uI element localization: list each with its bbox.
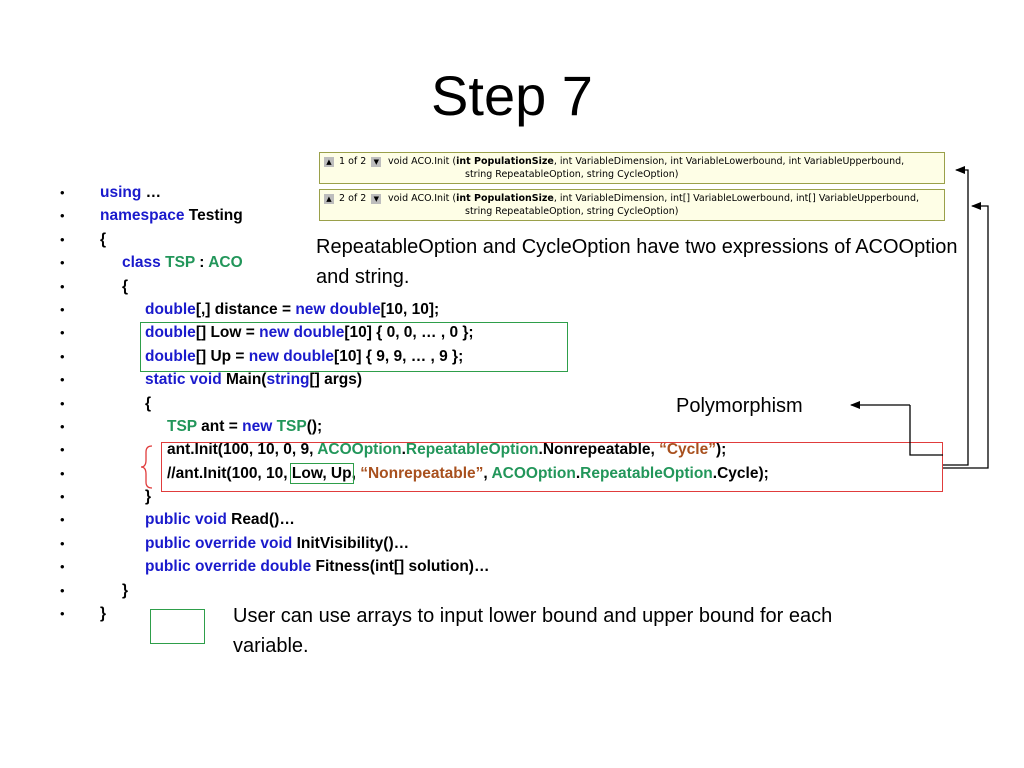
- code-line: •namespace Testing: [60, 207, 243, 225]
- init-calls-box: [161, 442, 943, 492]
- intellisense-tooltip-2: ▲ 2 of 2 ▼ void ACO.Init (int Population…: [319, 189, 945, 221]
- code-line: •{: [60, 230, 107, 248]
- code-line: •class TSP : ACO: [60, 254, 243, 272]
- code-line: •{: [60, 394, 152, 412]
- code-line: •using …: [60, 184, 162, 201]
- code-line: •public override void InitVisibility()…: [60, 534, 410, 552]
- code-listing: •using … •namespace Testing •{ •class TS…: [60, 181, 960, 625]
- array-declarations-box: [140, 322, 568, 372]
- code-line: •public override double Fitness(int[] so…: [60, 558, 490, 576]
- code-line: •double[] Up = new double[10] { 9, 9, … …: [60, 347, 464, 365]
- signature: void ACO.Init (int PopulationSize, int V…: [388, 156, 905, 167]
- slide-title: Step 7: [431, 64, 593, 127]
- code-line: •}: [60, 605, 107, 623]
- overload-counter: 1 of 2: [339, 156, 367, 167]
- legend-green-box: [150, 609, 205, 644]
- signature-continuation: string RepeatableOption, string CycleOpt…: [465, 169, 679, 180]
- arrow-down-icon[interactable]: ▼: [371, 193, 382, 204]
- intellisense-tooltip-1: ▲ 1 of 2 ▼ void ACO.Init (int Population…: [319, 152, 945, 184]
- code-line: •{: [60, 277, 129, 295]
- arrow-up-icon[interactable]: ▲: [324, 156, 334, 167]
- expressions-note: RepeatableOption and CycleOption have tw…: [316, 236, 958, 288]
- polymorphism-label: Polymorphism: [676, 395, 803, 417]
- arrow-up-icon[interactable]: ▲: [324, 193, 334, 204]
- code-line: •TSP ant = new TSP();: [60, 417, 323, 435]
- signature: void ACO.Init (int PopulationSize, int V…: [388, 193, 919, 204]
- overload-counter: 2 of 2: [339, 193, 367, 204]
- code-line: •}: [60, 488, 152, 506]
- arrow-down-icon[interactable]: ▼: [371, 156, 382, 167]
- code-line: •}: [60, 581, 129, 599]
- code-line: •ant.Init(100, 10, 0, 9, ACOOption.Repea…: [60, 441, 727, 459]
- signature-continuation: string RepeatableOption, string CycleOpt…: [465, 206, 679, 217]
- arrays-note: User can use arrays to input lower bound…: [233, 605, 833, 657]
- code-line: •double[,] distance = new double[10, 10]…: [60, 300, 440, 318]
- low-up-highlight: Low, Up: [289, 462, 354, 484]
- code-line: •public void Read()…: [60, 511, 295, 529]
- code-line: •//ant.Init(100, 10, Low, Up, “Nonrepeat…: [60, 462, 769, 484]
- code-line: •static void Main(string[] args): [60, 371, 363, 389]
- code-line: •double[] Low = new double[10] { 0, 0, ……: [60, 324, 474, 342]
